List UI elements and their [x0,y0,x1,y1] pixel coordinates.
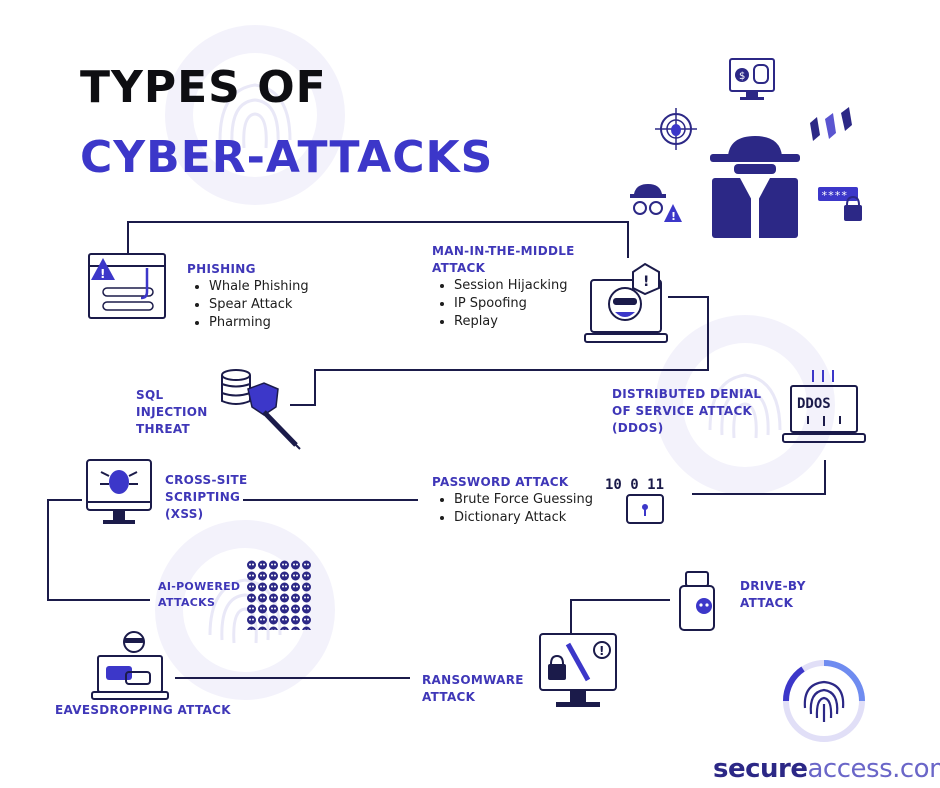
svg-text:!: ! [643,274,649,290]
password-block: PASSWORD ATTACK Brute Force Guessing Dic… [432,474,593,527]
phishing-block: PHISHING Whale Phishing Spear Attack Pha… [187,261,309,332]
xss-monitor-bug-icon [86,459,152,524]
malware-drops-icon [810,107,852,141]
watermark-fingerprint-top [165,25,345,205]
sql-title: SQL INJECTION THREAT [136,388,208,436]
phishing-list: Whale Phishing Spear Attack Pharming [187,278,309,332]
list-item: Session Hijacking [454,277,575,295]
ransomware-title: RANSOMWARE ATTACK [422,673,524,704]
list-item: Brute Force Guessing [454,491,593,509]
bug-target-icon [655,108,697,150]
list-item: Dictionary Attack [454,509,593,527]
mitm-laptop-hacker-icon: ! [584,262,668,343]
hacker-icon [710,136,800,238]
password-lock-icon: **** [818,187,862,221]
connector-phishing-mitm [127,221,629,258]
ai-skull-grid-icon [246,560,312,630]
driveby-usb-icon [679,571,715,631]
svg-text:!: ! [100,267,105,281]
watermark-fingerprint-right [655,315,835,495]
driveby-title: DRIVE-BY ATTACK [740,579,806,610]
connector-ddos-password [692,460,826,495]
list-item: IP Spoofing [454,295,575,313]
eavesdropping-laptop-icon [91,631,169,700]
phishing-icon: ! [88,253,166,319]
fingerprint-logo-icon [782,660,865,742]
phishing-title: PHISHING [187,262,256,276]
xss-title: CROSS-SITE SCRIPTING (XSS) [165,473,248,521]
list-item: Pharming [209,314,309,332]
svg-text:****: **** [821,189,848,202]
ai-title: AI-POWERED ATTACKS [158,580,241,609]
spy-warning-icon: ! [630,184,682,223]
mitm-list: Session Hijacking IP Spoofing Replay [432,277,575,331]
mitm-block: MAN-IN-THE-MIDDLE ATTACK Session Hijacki… [432,243,575,331]
password-list: Brute Force Guessing Dictionary Attack [432,491,593,527]
list-item: Whale Phishing [209,278,309,296]
ddos-laptop-icon: DDOS [782,370,866,443]
mitm-title: MAN-IN-THE-MIDDLE ATTACK [432,244,575,275]
sql-injection-icon [221,369,301,450]
password-title: PASSWORD ATTACK [432,475,569,489]
list-item: Spear Attack [209,296,309,314]
ddos-icon-text: DDOS [797,396,831,412]
page-title-line2: CYBER-ATTACKS [80,132,494,183]
password-padlock-icon: 10 0 11 [605,477,664,524]
brand-part1: secure [713,754,808,784]
password-icon-text: 10 0 11 [605,477,664,493]
page-title-line1: TYPES OF [80,62,327,113]
list-item: Replay [454,313,575,331]
eavesdropping-title: EAVESDROPPING ATTACK [55,703,231,717]
connector-xss-ai [47,499,150,601]
ransomware-monitor-icon: ! [539,633,617,707]
svg-text:!: ! [671,210,676,223]
connector-mitm-sql [290,296,709,406]
svg-text:!: ! [599,644,604,658]
ddos-title: DISTRIBUTED DENIAL OF SERVICE ATTACK (DD… [612,387,762,435]
connector-driveby-ransomware [570,599,670,633]
brand-wordmark: secureaccess.com [713,754,940,784]
brand-part2: access.com [807,754,940,784]
money-mask-monitor-icon: $ [729,58,775,100]
svg-text:$: $ [739,71,745,82]
